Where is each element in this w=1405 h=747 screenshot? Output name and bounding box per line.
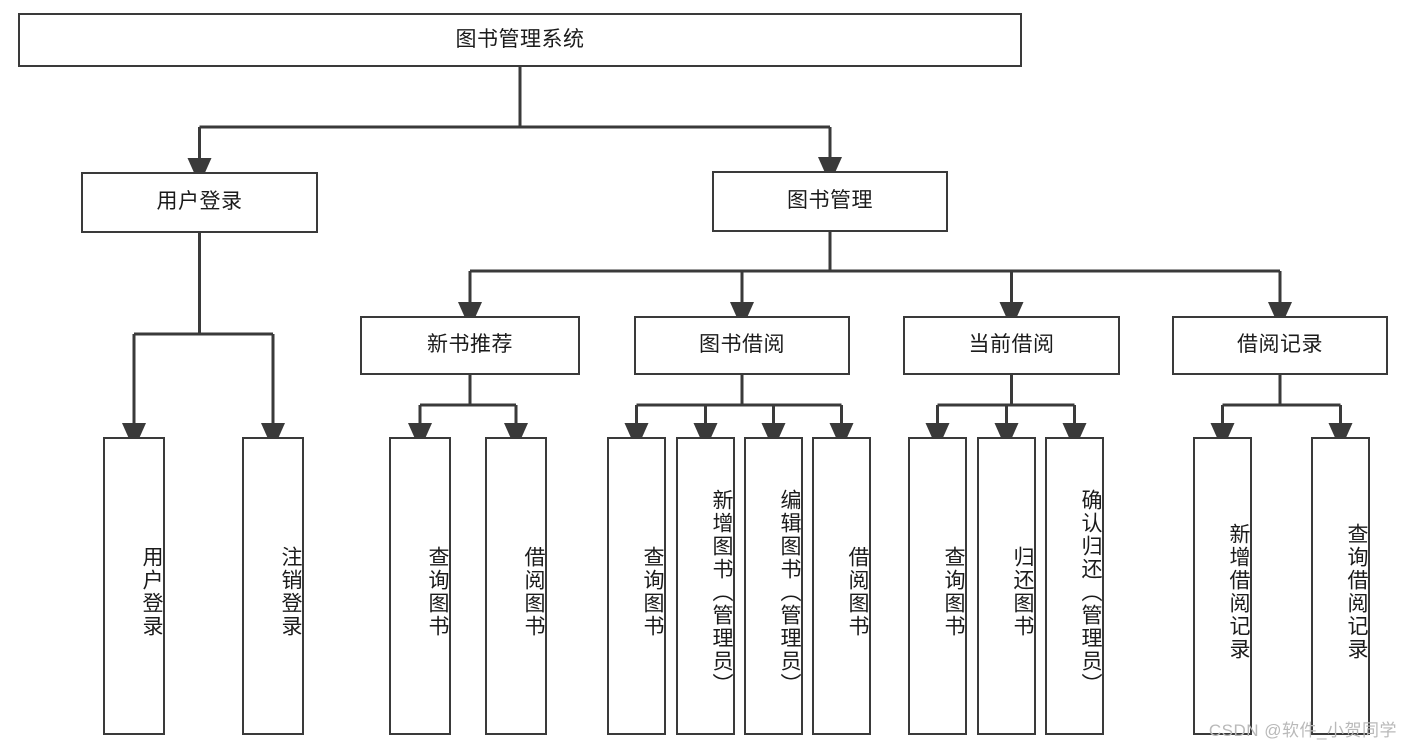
node-leaf-user-login[interactable]: 用户登录	[103, 437, 165, 735]
node-label: 用户登录	[140, 546, 163, 638]
node-user-login[interactable]: 用户登录	[81, 172, 318, 233]
node-label: 确认归还（管理员）	[1079, 488, 1102, 696]
csdn-watermark: CSDN @软件_小贺同学	[1208, 721, 1397, 740]
node-leaf-add-book[interactable]: 新增图书（管理员）	[676, 437, 735, 735]
node-label: 查询图书	[426, 546, 449, 638]
node-leaf-return-book[interactable]: 归还图书	[977, 437, 1036, 735]
node-label: 图书管理	[787, 189, 873, 213]
node-label: 新书推荐	[427, 333, 513, 357]
node-label: 图书管理系统	[455, 27, 585, 51]
node-label: 新增图书（管理员）	[710, 488, 733, 696]
node-leaf-query-book-2[interactable]: 查询图书	[607, 437, 666, 735]
node-label: 图书借阅	[699, 333, 785, 357]
node-label: 借阅记录	[1237, 333, 1323, 357]
node-leaf-confirm-return[interactable]: 确认归还（管理员）	[1045, 437, 1104, 735]
node-label: 查询图书	[942, 546, 965, 638]
node-root[interactable]: 图书管理系统	[18, 13, 1022, 67]
node-label: 借阅图书	[846, 546, 869, 638]
node-leaf-borrow-book-1[interactable]: 借阅图书	[485, 437, 547, 735]
node-new-book-recommend[interactable]: 新书推荐	[360, 316, 580, 375]
node-leaf-logout[interactable]: 注销登录	[242, 437, 304, 735]
node-book-borrow[interactable]: 图书借阅	[634, 316, 850, 375]
node-label: 用户登录	[156, 190, 243, 214]
node-label: 注销登录	[279, 546, 302, 638]
node-label: 查询图书	[641, 546, 664, 638]
node-leaf-edit-book[interactable]: 编辑图书（管理员）	[744, 437, 803, 735]
node-leaf-query-book-3[interactable]: 查询图书	[908, 437, 967, 735]
node-label: 编辑图书（管理员）	[778, 488, 801, 696]
node-leaf-query-record[interactable]: 查询借阅记录	[1311, 437, 1370, 735]
node-label: 归还图书	[1011, 546, 1034, 638]
node-label: 当前借阅	[968, 333, 1055, 357]
node-leaf-add-record[interactable]: 新增借阅记录	[1193, 437, 1252, 735]
node-current-borrow[interactable]: 当前借阅	[903, 316, 1120, 375]
node-leaf-borrow-book-2[interactable]: 借阅图书	[812, 437, 871, 735]
node-label: 新增借阅记录	[1227, 523, 1250, 661]
node-label: 借阅图书	[522, 546, 545, 638]
node-borrow-record[interactable]: 借阅记录	[1172, 316, 1388, 375]
node-label: 查询借阅记录	[1345, 523, 1368, 661]
node-book-manage[interactable]: 图书管理	[712, 171, 948, 232]
node-leaf-query-book-1[interactable]: 查询图书	[389, 437, 451, 735]
